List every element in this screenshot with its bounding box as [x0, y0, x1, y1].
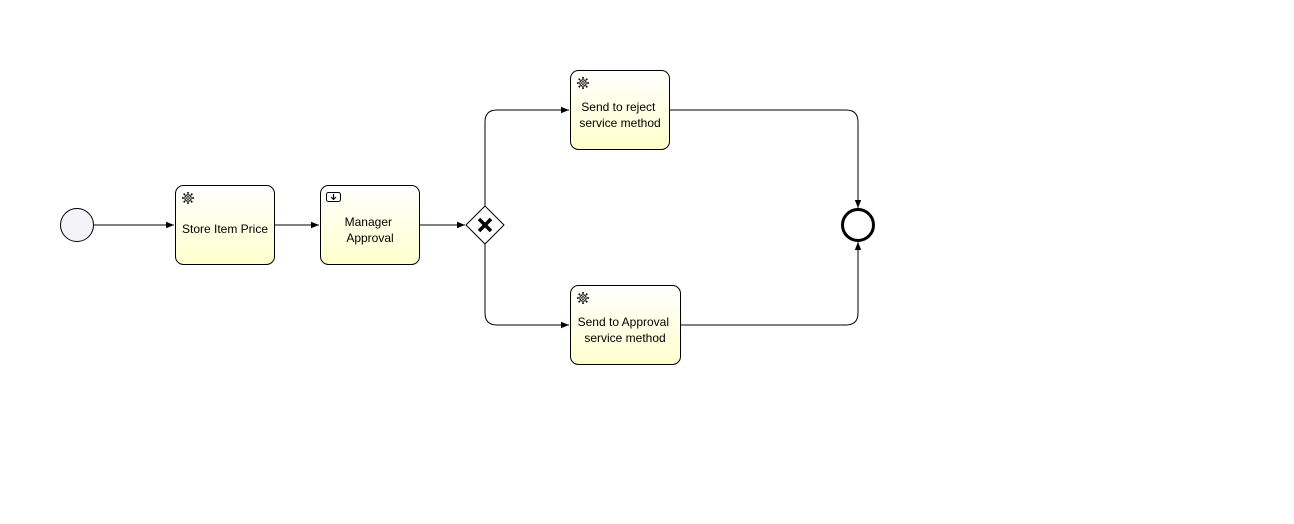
task-send-to-reject[interactable]: Send to reject service method — [570, 70, 670, 150]
flow-gateway-to-send-reject[interactable] — [484, 106, 569, 206]
exclusive-gateway[interactable] — [465, 205, 505, 245]
task-label: Send to reject service method — [579, 100, 660, 130]
flow-send-reject-to-end[interactable] — [670, 109, 862, 208]
user-task-icon — [326, 192, 341, 202]
task-label: Send to Approval service method — [578, 315, 673, 345]
task-send-to-approval[interactable]: Send to Approval service method — [570, 285, 681, 365]
task-label: Store Item Price — [182, 222, 268, 236]
end-event[interactable] — [841, 208, 875, 242]
flow-gateway-to-send-approval[interactable] — [484, 244, 569, 329]
x-marker-icon — [477, 217, 493, 233]
start-event[interactable] — [60, 208, 94, 242]
sequence-flows — [94, 106, 862, 329]
task-store-item-price[interactable]: Store Item Price — [175, 185, 275, 265]
task-manager-approval[interactable]: Manager Approval — [320, 185, 420, 265]
flow-send-approval-to-end[interactable] — [681, 242, 862, 326]
task-label: Manager Approval — [345, 215, 396, 245]
